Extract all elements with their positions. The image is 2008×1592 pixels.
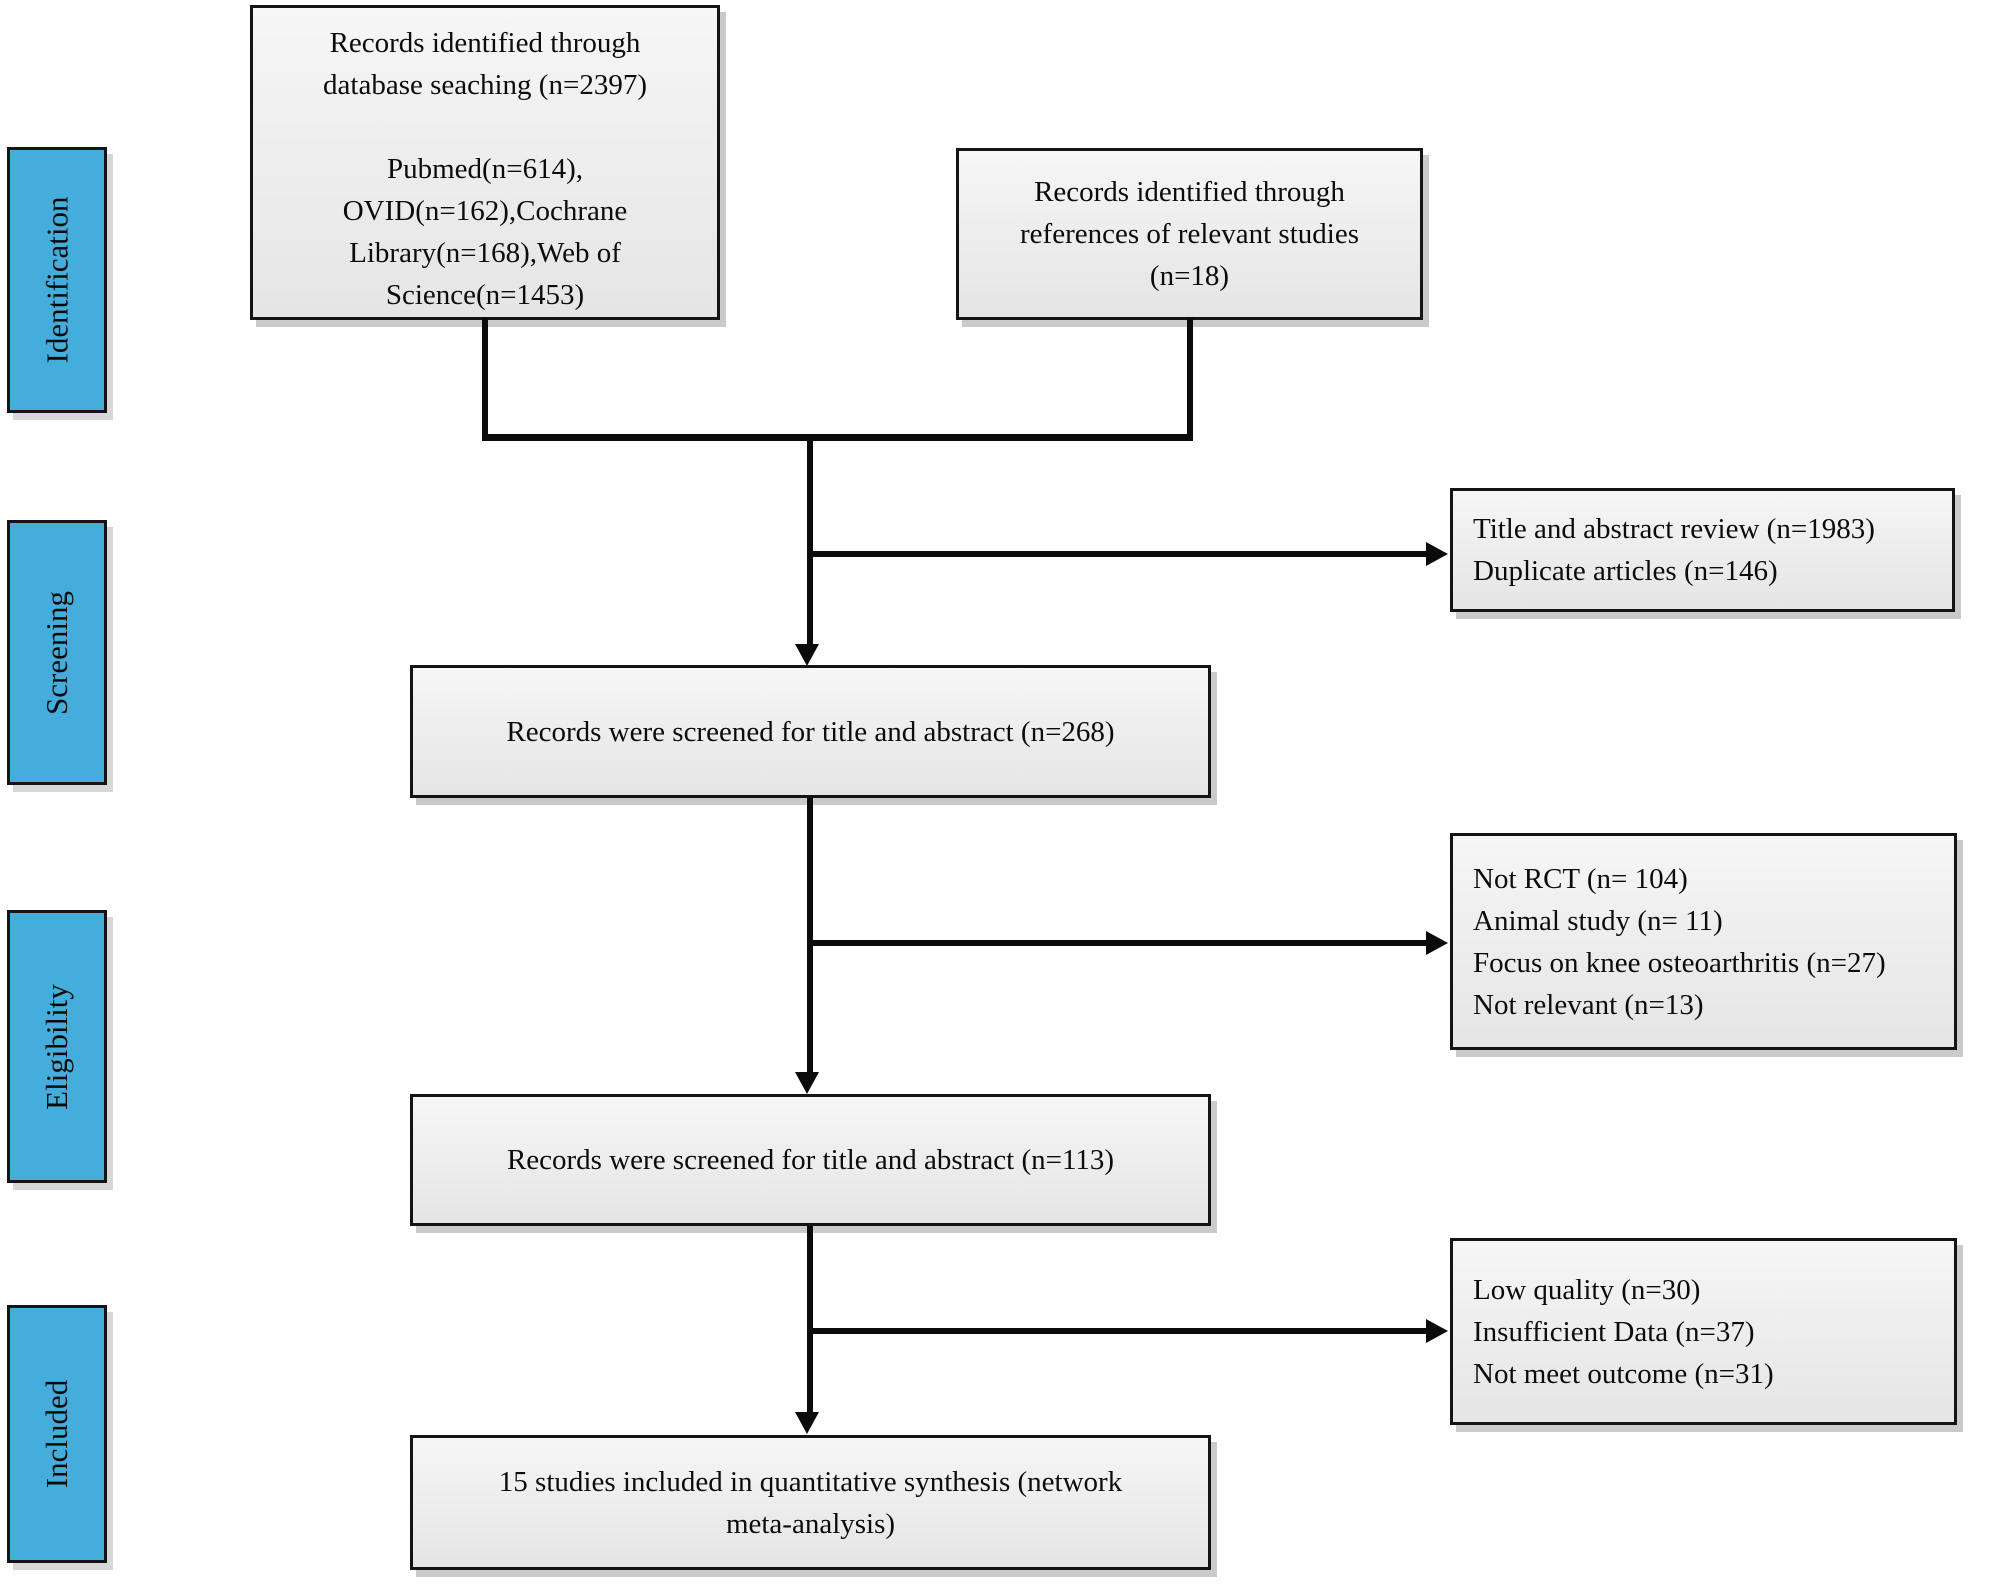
arrowhead-right-icon bbox=[1426, 542, 1448, 566]
excluded-eligibility-line: Not relevant (n=13) bbox=[1473, 988, 1704, 1021]
database-records-line: Records identified through bbox=[329, 27, 641, 59]
database-records-line: Science(n=1453) bbox=[385, 279, 585, 311]
database-records-line: Library(n=168),Web of bbox=[349, 237, 621, 269]
database-records-line: OVID(n=162),Cochrane bbox=[342, 195, 628, 227]
title-abstract-review-line: Title and abstract review (n=1983) bbox=[1473, 513, 1875, 545]
excluded-eligibility-line: Focus on knee osteoarthritis (n=27) bbox=[1473, 946, 1886, 979]
stage-screening: Screening bbox=[7, 520, 107, 785]
connector-screened268-to-screened113-line bbox=[807, 798, 813, 1074]
screened-268-box: Records were screened for title and abst… bbox=[410, 665, 1211, 798]
stage-identification-label: Identification bbox=[39, 196, 74, 364]
included-synthesis-line: 15 studies included in quantitative synt… bbox=[498, 1465, 1123, 1498]
screened-268-label: Records were screened for title and abst… bbox=[506, 715, 1115, 748]
connector-branch-title-review-line bbox=[810, 551, 1428, 557]
connector-branch-excluded-eligibility-line bbox=[810, 940, 1428, 946]
included-synthesis-box: 15 studies included in quantitative synt… bbox=[410, 1435, 1211, 1570]
stage-eligibility: Eligibility bbox=[7, 910, 107, 1183]
connector-screened113-to-included-line bbox=[807, 1226, 813, 1414]
database-records-box: Records identified through database seac… bbox=[250, 5, 720, 320]
arrowhead-down-icon bbox=[795, 1412, 819, 1434]
database-records-line: Pubmed(n=614), bbox=[387, 153, 583, 185]
included-synthesis-line: meta-analysis) bbox=[725, 1507, 896, 1540]
excluded-quality-line: Low quality (n=30) bbox=[1473, 1273, 1701, 1306]
arrowhead-down-icon bbox=[795, 1072, 819, 1094]
connector-merge-to-screened268-line bbox=[807, 441, 813, 646]
excluded-eligibility-line: Animal study (n= 11) bbox=[1473, 904, 1723, 937]
excluded-quality-box: Low quality (n=30) Insufficient Data (n=… bbox=[1450, 1238, 1957, 1425]
title-abstract-review-line: Duplicate articles (n=146) bbox=[1473, 555, 1778, 587]
title-abstract-review-box: Title and abstract review (n=1983) Dupli… bbox=[1450, 488, 1955, 612]
screened-113-label: Records were screened for title and abst… bbox=[506, 1144, 1115, 1176]
stage-identification: Identification bbox=[7, 147, 107, 413]
excluded-eligibility-box: Not RCT (n= 104) Animal study (n= 11) Fo… bbox=[1450, 833, 1957, 1050]
connector-reference-down-line bbox=[1187, 318, 1193, 440]
excluded-quality-line: Insufficient Data (n=37) bbox=[1473, 1315, 1755, 1348]
stage-included: Included bbox=[7, 1305, 107, 1563]
reference-records-line: Records identified through bbox=[1034, 176, 1345, 208]
connector-database-down-line bbox=[482, 318, 488, 440]
stage-included-label: Included bbox=[39, 1379, 74, 1489]
reference-records-line: references of relevant studies bbox=[1020, 218, 1359, 250]
screened-113-box: Records were screened for title and abst… bbox=[410, 1094, 1211, 1226]
reference-records-line: (n=18) bbox=[1149, 260, 1230, 292]
arrowhead-right-icon bbox=[1426, 1319, 1448, 1343]
excluded-quality-line: Not meet outcome (n=31) bbox=[1473, 1357, 1774, 1390]
database-records-line: database seaching (n=2397) bbox=[323, 69, 647, 101]
stage-eligibility-label: Eligibility bbox=[39, 983, 75, 1110]
excluded-eligibility-line: Not RCT (n= 104) bbox=[1473, 862, 1688, 895]
arrowhead-right-icon bbox=[1426, 931, 1448, 955]
arrowhead-down-icon bbox=[795, 644, 819, 666]
connector-merge-bar bbox=[482, 434, 1193, 441]
stage-screening-label: Screening bbox=[39, 590, 74, 715]
reference-records-box: Records identified through references of… bbox=[956, 148, 1423, 320]
connector-branch-excluded-quality-line bbox=[810, 1328, 1428, 1334]
